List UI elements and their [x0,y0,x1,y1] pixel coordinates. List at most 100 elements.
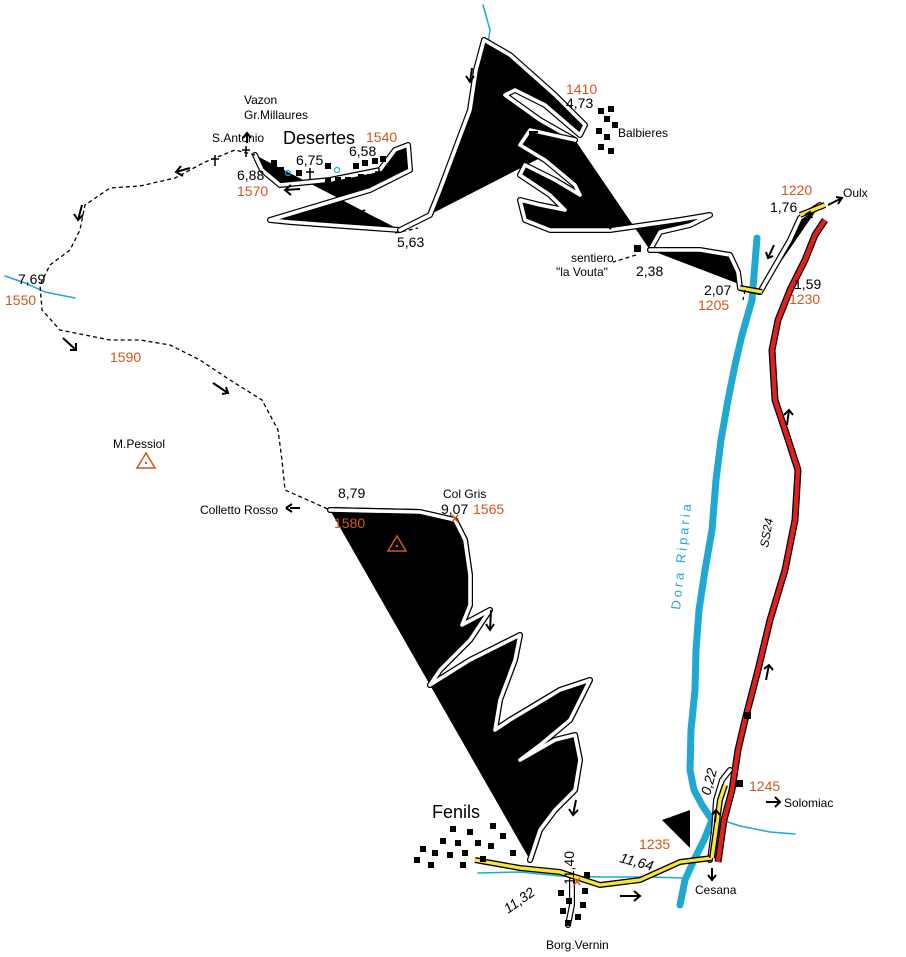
arrow-icon [394,520,412,531]
fenils-houses [414,823,516,868]
label-m-finet: M.Finet [374,557,415,571]
road-balbieres-hairpins [520,130,710,250]
km-6-75: 6,75 [296,152,323,168]
arrow-icon [783,408,794,426]
arrow-icon [242,131,252,143]
alt-1590: 1590 [110,349,141,365]
alt-1540: 1540 [366,129,397,145]
start-flag-icon [662,810,690,848]
label-la-vouta: "la Vouta" [556,265,608,279]
km-0-22: 0,22 [697,766,720,797]
label-balbieres: Balbieres [618,126,668,140]
km-11-40: 11,40 [561,851,577,885]
borg-vernin-houses [558,888,588,926]
km-7-69: 7,69 [18,271,45,287]
km-6-58: 6,58 [349,143,376,159]
arrow-icon [603,218,626,230]
balbieres-houses [596,106,618,154]
km-5-63: 5,63 [397,234,424,250]
ss24-road [714,218,828,863]
label-solomiac: Solomiac [784,796,833,810]
dora-riparia-river [676,234,761,909]
alt-1220: 1220 [781,182,812,198]
road-col-gris-descent [330,510,590,860]
road-desertes-to-balbieres [400,40,585,230]
col-gris-pass-icon [451,514,459,523]
cross-icon [375,168,383,179]
arrow-icon [763,663,774,681]
roads [255,40,820,925]
arrow-icon [568,799,579,817]
km-11-64: 11,64 [618,849,655,873]
label-dora-riparia: Dora Riparia [668,500,694,610]
peak-icons [135,451,408,552]
label-oulx: Oulx [843,186,868,200]
label-m-pessiol: M.Pessiol [113,437,165,451]
arrow-icon [62,337,77,351]
label-col-gris: Col Gris [443,487,486,501]
label-colletto-rosso: Colletto Rosso [200,503,278,517]
cross-icon [306,168,314,179]
arrow-icon [529,131,546,146]
arrow-icon [707,868,717,882]
house-la-vouta [634,245,641,252]
km-1-76: 1,76 [770,199,797,215]
arrow-icon [765,244,775,260]
km-11-32: 11,32 [501,884,538,917]
arrow-icon [350,209,366,220]
km-6-88: 6,88 [237,167,264,183]
cross-icons [211,146,383,179]
alt-1205: 1205 [698,297,729,313]
arrow-icon [485,609,495,632]
desertes-houses [271,156,386,184]
arrow-icon [804,210,813,226]
arrow-icon [174,165,191,177]
alt-1235: 1235 [639,836,670,852]
arrow-icon [465,67,475,84]
place-labels: Desertes Fenils Vazon Gr.Millaures S.Ant… [113,93,868,952]
arrow-icon [696,253,716,264]
alt-1245: 1245 [749,778,780,794]
label-ss24: SS24 [757,517,776,549]
house-solomiac [736,780,743,787]
house-ss24 [744,712,751,719]
arrow-icon [529,706,547,721]
km-8-79: 8,79 [338,485,365,501]
rivers [4,4,796,909]
label-fenils: Fenils [432,802,480,822]
km-4-73: 4,73 [566,95,593,111]
arrow-icon [827,196,844,206]
altitude-labels: 1540 1570 1410 1220 1230 1205 1550 1590 … [5,81,820,852]
alt-1230: 1230 [789,291,820,307]
highlighted-route [474,202,827,888]
km-2-38: 2,38 [636,263,663,279]
alt-1580: 1580 [334,515,365,531]
label-gr-millaures: Gr.Millaures [244,108,308,122]
arrow-icon [766,796,782,808]
road-desertes-climb [255,145,410,230]
trail [39,149,746,511]
arrow-icon [283,184,301,196]
spring-icons [284,166,341,177]
label-sentiero: sentiero [571,251,614,265]
alt-1410: 1410 [566,81,597,97]
alt-1550: 1550 [5,292,36,308]
alt-1565: 1565 [473,501,504,517]
label-desertes: Desertes [283,128,355,148]
arrow-icon [285,503,300,513]
label-cesana: Cesana [695,883,737,897]
settlement-houses [271,106,751,926]
label-s-antonio: S.Antonio [212,131,264,145]
house-fenils-junction [584,872,590,878]
stream-west [4,275,76,299]
cross-icon [242,146,250,157]
km-1-59: 1,59 [794,276,821,292]
label-vazon: Vazon [244,93,277,107]
km-9-07: 9,07 [441,501,468,517]
label-borg-vernin: Borg.Vernin [546,938,609,952]
m-pessiol-peak-icon [135,451,157,469]
arrow-icon [711,808,721,823]
cross-icon [211,155,219,166]
